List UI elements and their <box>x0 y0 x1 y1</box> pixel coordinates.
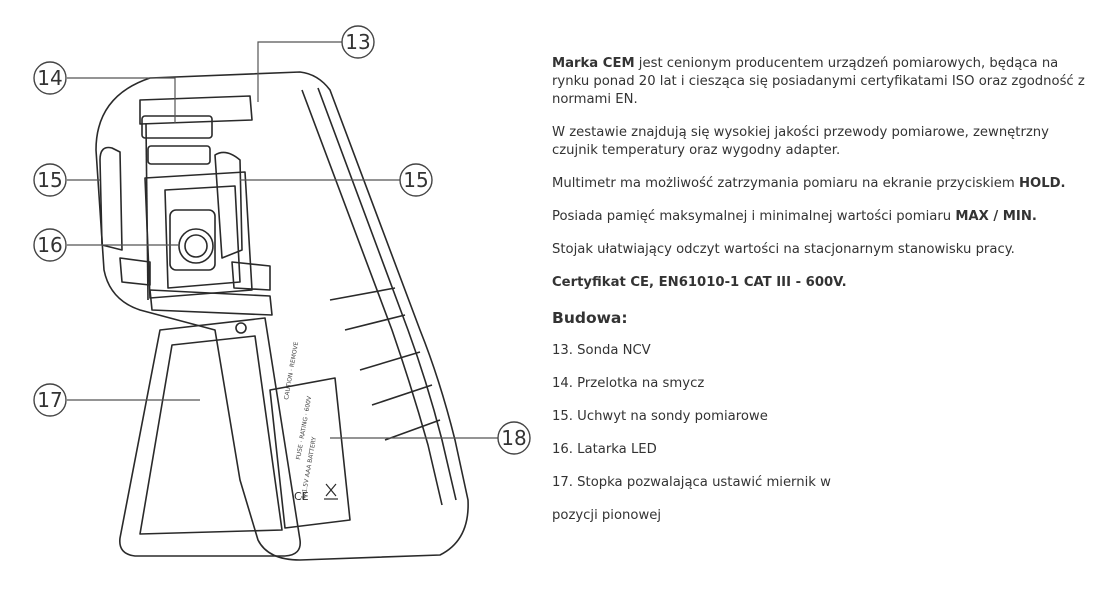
device-body <box>95 71 469 561</box>
stand-foot <box>118 317 302 557</box>
callout-18: 18 <box>497 421 531 455</box>
svg-text:13: 13 <box>345 30 370 54</box>
list-item: 15. Uchwyt na sondy pomiarowe <box>552 409 768 424</box>
brand-description: jest cenionym producentem urządzeń pomia… <box>552 56 1085 107</box>
paragraph-stand: Stojak ułatwiający odczyt wartości na st… <box>552 242 1015 257</box>
list-item: 16. Latarka LED <box>552 442 657 457</box>
svg-text:15: 15 <box>37 168 62 192</box>
lanyard-loop <box>141 115 213 139</box>
callout-13: 13 <box>341 25 375 59</box>
svg-text:18: 18 <box>501 426 526 450</box>
svg-text:14: 14 <box>37 66 62 90</box>
probe-holder-left <box>99 146 123 251</box>
paragraph-certificate: Certyfikat CE, EN61010-1 CAT III - 600V. <box>552 275 847 290</box>
callout-15-right: 15 <box>399 163 433 197</box>
callout-17: 17 <box>33 383 67 417</box>
callout-15-left: 15 <box>33 163 67 197</box>
maxmin-keyword: MAX / MIN. <box>955 209 1037 224</box>
multimeter-drawing: CAUTION · REMOVE FUSE · RATING · 600V 4x… <box>33 25 531 561</box>
led-flashlight <box>178 228 214 264</box>
probe-holder-right <box>214 151 243 259</box>
paragraph-hold: Multimetr ma możliwość zatrzymania pomia… <box>552 176 1066 191</box>
list-item: pozycji pionowej <box>552 508 662 523</box>
paragraph-maxmin: Posiada pamięć maksymalnej i minimalnej … <box>552 209 1037 224</box>
callout-14: 14 <box>33 61 67 95</box>
ce-mark: CE <box>294 490 309 503</box>
hold-keyword: HOLD. <box>1018 176 1066 191</box>
brand-name: Marka CEM <box>552 56 635 71</box>
multimeter-illustration: CAUTION · REMOVE FUSE · RATING · 600V 4x… <box>0 0 545 589</box>
list-item: 13. Sonda NCV <box>552 343 651 358</box>
paragraph-brand: Marka CEM jest cenionym producentem urzą… <box>552 55 1092 109</box>
list-item: 14. Przelotka na smycz <box>552 376 705 391</box>
list-item: 17. Stopka pozwalająca ustawić miernik w <box>552 475 831 490</box>
callout-16: 16 <box>33 228 67 262</box>
svg-text:CAUTION · REMOVE: CAUTION · REMOVE <box>283 341 300 400</box>
svg-text:15: 15 <box>403 168 428 192</box>
paragraph-kit: W zestawie znajdują się wysokiej jakości… <box>552 125 1049 158</box>
section-heading: Budowa: <box>552 309 628 327</box>
svg-text:17: 17 <box>37 388 62 412</box>
svg-text:16: 16 <box>37 233 62 257</box>
description-text: Marka CEM jest cenionym producentem urzą… <box>552 55 1092 540</box>
